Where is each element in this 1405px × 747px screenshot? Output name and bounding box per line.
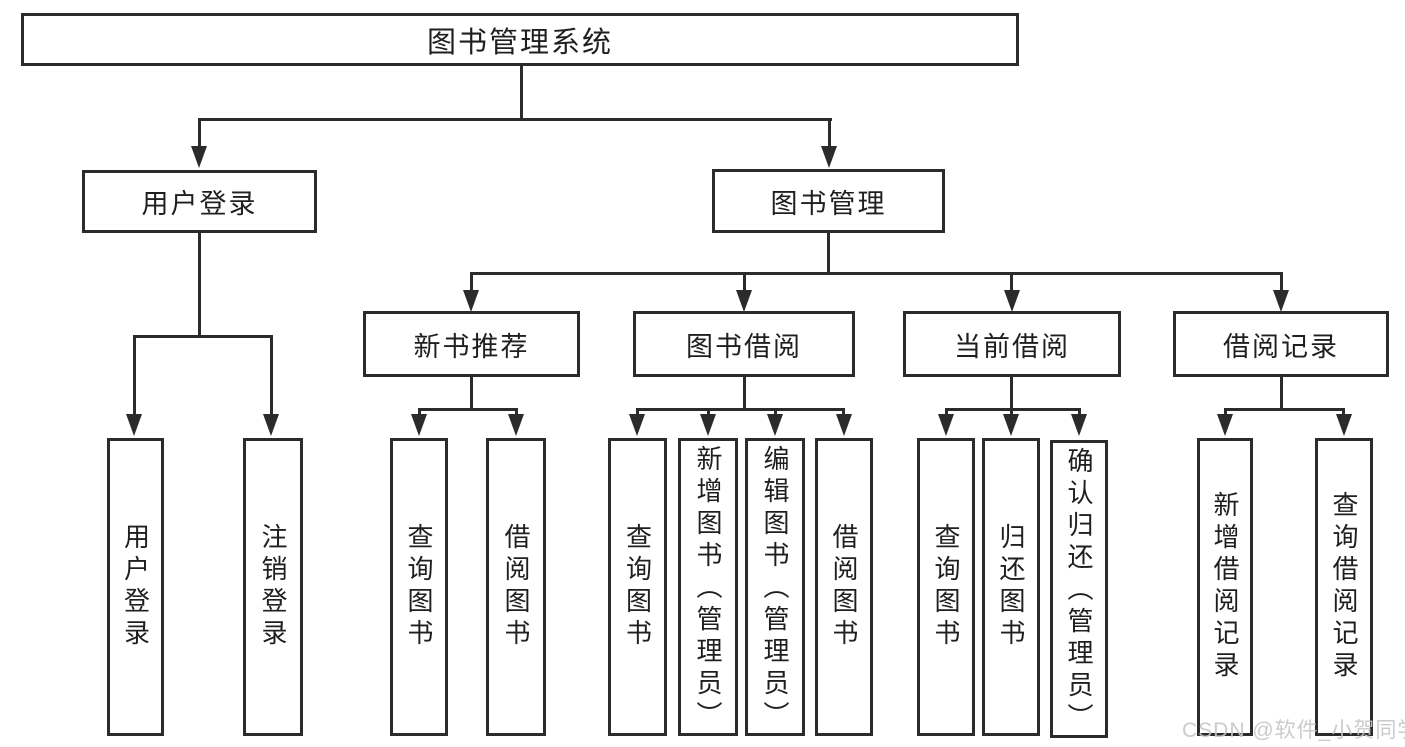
leaf-query-books-current: 查询图书 xyxy=(917,438,975,736)
leaf-confirm-return-admin: 确认归还（管理员） xyxy=(1050,440,1108,738)
arrowhead-down-icon xyxy=(1217,414,1233,436)
connector-line xyxy=(636,408,639,416)
connector-line xyxy=(198,233,201,335)
arrowhead-down-icon xyxy=(767,414,783,436)
node-book-borrowing: 图书借阅 xyxy=(633,311,855,377)
connector-line xyxy=(1010,272,1013,292)
node-label: 归还图书 xyxy=(996,523,1026,651)
node-label: 图书管理 xyxy=(770,188,887,219)
node-label: 查询借阅记录 xyxy=(1329,491,1359,683)
arrowhead-down-icon xyxy=(938,414,954,436)
node-label: 查询图书 xyxy=(931,523,961,651)
connector-line xyxy=(470,377,473,408)
node-label: 用户登录 xyxy=(141,189,258,219)
connector-line xyxy=(470,272,473,292)
connector-line xyxy=(270,335,273,415)
node-user-login: 用户登录 xyxy=(82,170,317,233)
arrowhead-down-icon xyxy=(629,414,645,436)
connector-line xyxy=(520,66,523,118)
leaf-query-books-recommend: 查询图书 xyxy=(390,438,448,736)
arrowhead-down-icon xyxy=(463,290,479,312)
node-label: 用户登录 xyxy=(120,523,151,651)
connector-line xyxy=(945,408,948,416)
node-label: 新增图书（管理员） xyxy=(693,445,723,733)
connector-line xyxy=(515,408,518,416)
node-new-book-recommendation: 新书推荐 xyxy=(363,311,580,377)
connector-line xyxy=(470,272,1283,275)
node-label: 查询图书 xyxy=(404,523,434,651)
arrowhead-down-icon xyxy=(411,414,427,436)
arrowhead-down-icon xyxy=(1004,290,1020,312)
node-library-management-system: 图书管理系统 xyxy=(21,13,1019,66)
leaf-query-books-borrow: 查询图书 xyxy=(608,438,667,736)
connector-line xyxy=(1280,272,1283,292)
connector-line xyxy=(743,377,746,408)
node-book-management: 图书管理 xyxy=(712,169,945,233)
leaf-user-login: 用户登录 xyxy=(107,438,164,736)
node-label: 新书推荐 xyxy=(413,331,530,362)
connector-line xyxy=(198,118,201,148)
connector-line xyxy=(198,118,832,121)
connector-line xyxy=(774,408,777,416)
arrowhead-down-icon xyxy=(1003,414,1019,436)
connector-line xyxy=(828,118,831,148)
connector-line xyxy=(945,408,1081,411)
node-label: 借阅记录 xyxy=(1223,331,1339,362)
connector-line xyxy=(1342,408,1345,416)
node-label: 当前借阅 xyxy=(954,331,1070,362)
arrowhead-down-icon xyxy=(736,290,752,312)
connector-line xyxy=(133,335,136,415)
arrowhead-down-icon xyxy=(263,414,279,436)
connector-line xyxy=(842,408,845,416)
connector-line xyxy=(1224,408,1345,411)
arrowhead-down-icon xyxy=(191,146,207,168)
leaf-borrow-books-recommend: 借阅图书 xyxy=(486,438,546,736)
connector-line xyxy=(1224,408,1227,416)
node-current-borrowing: 当前借阅 xyxy=(903,311,1121,377)
node-borrowing-records: 借阅记录 xyxy=(1173,311,1389,377)
connector-line xyxy=(1078,408,1081,416)
arrowhead-down-icon xyxy=(836,414,852,436)
arrowhead-down-icon xyxy=(700,414,716,436)
node-label: 查询图书 xyxy=(622,523,653,651)
leaf-logout: 注销登录 xyxy=(243,438,303,736)
node-label: 注销登录 xyxy=(258,523,288,651)
leaf-query-borrow-record: 查询借阅记录 xyxy=(1315,438,1373,736)
connector-line xyxy=(827,233,830,272)
node-label: 确认归还（管理员） xyxy=(1064,447,1094,735)
node-label: 图书管理系统 xyxy=(426,26,613,59)
leaf-return-books: 归还图书 xyxy=(982,438,1040,736)
connector-line xyxy=(1280,377,1283,408)
arrowhead-down-icon xyxy=(1336,414,1352,436)
arrowhead-down-icon xyxy=(1273,290,1289,312)
leaf-edit-books-admin: 编辑图书（管理员） xyxy=(745,438,805,736)
node-label: 借阅图书 xyxy=(501,523,531,651)
leaf-borrow-books-borrow: 借阅图书 xyxy=(815,438,873,736)
connector-line xyxy=(418,408,518,411)
connector-line xyxy=(133,335,273,338)
connector-line xyxy=(743,272,746,292)
connector-line xyxy=(418,408,421,416)
connector-line xyxy=(1010,377,1013,408)
node-label: 新增借阅记录 xyxy=(1210,491,1240,683)
connector-line xyxy=(636,408,845,411)
leaf-add-books-admin: 新增图书（管理员） xyxy=(678,438,738,736)
leaf-add-borrow-record: 新增借阅记录 xyxy=(1197,438,1253,736)
arrowhead-down-icon xyxy=(508,414,524,436)
arrowhead-down-icon xyxy=(821,146,837,168)
arrowhead-down-icon xyxy=(1071,414,1087,436)
node-label: 编辑图书（管理员） xyxy=(760,445,790,733)
node-label: 借阅图书 xyxy=(829,523,859,651)
connector-line xyxy=(707,408,710,416)
arrowhead-down-icon xyxy=(126,414,142,436)
connector-line xyxy=(1010,408,1013,416)
node-label: 图书借阅 xyxy=(686,331,802,362)
csdn-watermark: CSDN @软件_小贺同学 xyxy=(1182,719,1405,742)
